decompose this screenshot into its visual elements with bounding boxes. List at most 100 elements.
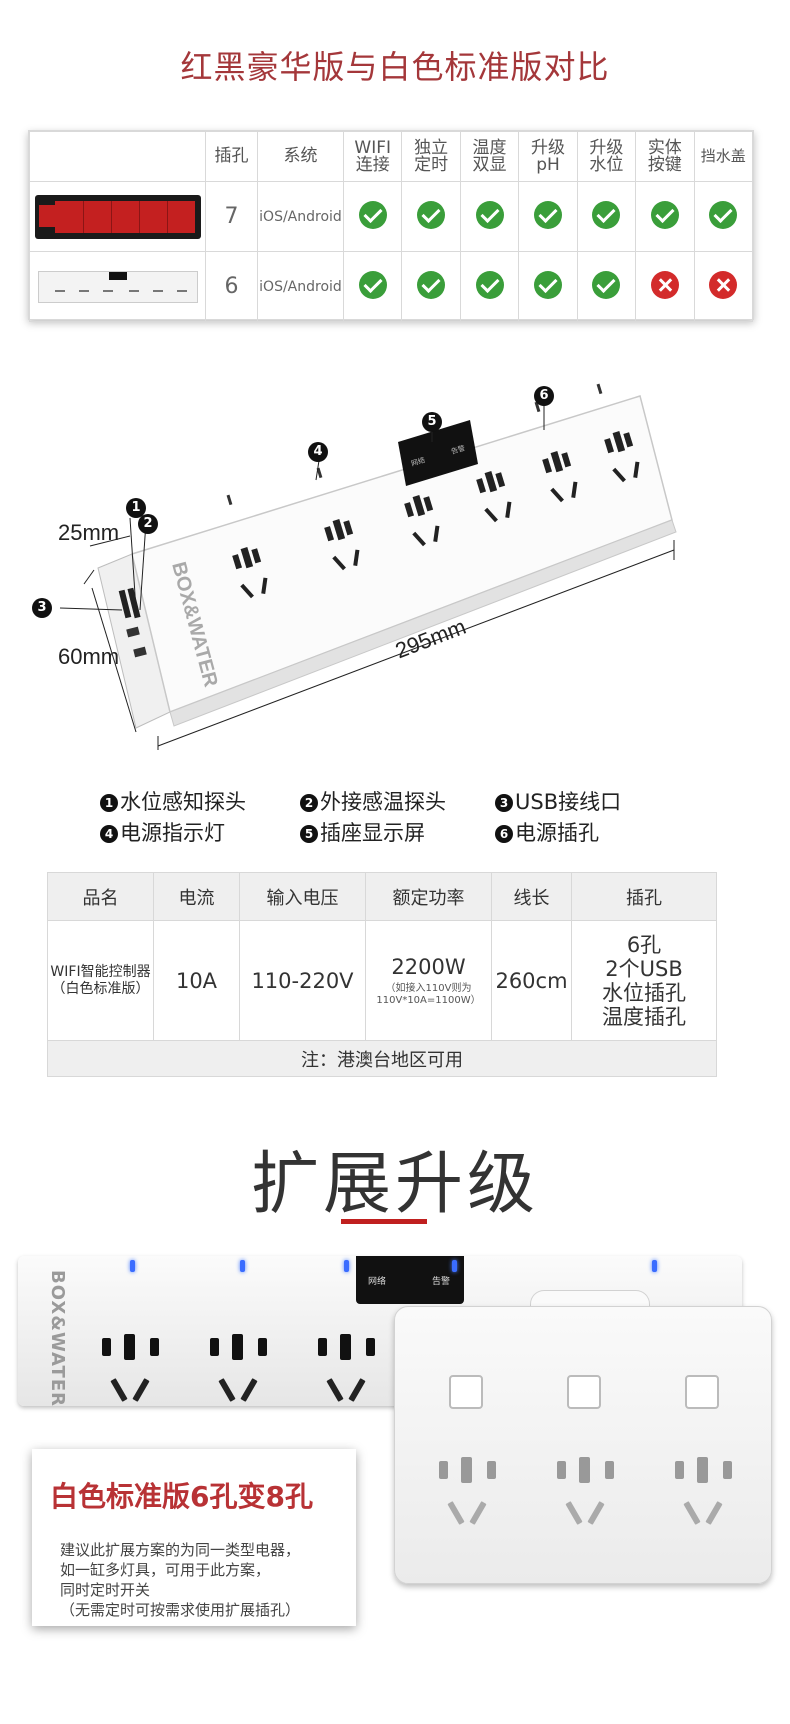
product-image-header — [29, 131, 206, 182]
feature-cell — [459, 181, 520, 252]
table-row: 6 iOS/Android — [29, 251, 754, 322]
expansion-adapter — [394, 1306, 772, 1584]
feature-cell — [401, 181, 461, 252]
power-strip-illustration: BOX&WATER 网络 告警 — [59, 383, 677, 756]
cross-icon — [650, 270, 679, 299]
socket-icon — [314, 1328, 378, 1418]
dimension-diagram: BOX&WATER 网络 告警 — [0, 370, 790, 756]
marker-2: 2 — [138, 514, 158, 534]
header-water-level: 升级水位 — [576, 131, 637, 182]
header-system: 系统 — [257, 131, 344, 182]
check-icon — [417, 270, 446, 299]
feature-cell — [693, 181, 754, 252]
marker-3: 3 — [32, 598, 52, 618]
marker-5: 5 — [422, 412, 442, 432]
display-screen: 网络告警 — [356, 1256, 464, 1304]
holes-value: 6 — [205, 251, 258, 322]
card-text-line: 同时定时开关 — [60, 1581, 151, 1599]
feature-cell — [459, 251, 520, 322]
feature-cell — [518, 251, 578, 322]
system-value: iOS/Android — [257, 181, 344, 252]
header-water-cover: 挡水盖 — [693, 131, 754, 182]
voltage-value: 110-220V — [239, 920, 366, 1041]
card-title: 白色标准版6孔变8孔 — [50, 1480, 313, 1513]
socket-icon — [435, 1451, 499, 1541]
holes-value: 7 — [205, 181, 258, 252]
header-buttons: 实体按键 — [635, 131, 695, 182]
feature-cell — [342, 251, 403, 322]
feature-cell — [342, 181, 403, 252]
table-row: 7 iOS/Android — [29, 181, 754, 252]
current-value: 10A — [153, 920, 240, 1041]
spec-note-row: 注：港澳台地区可用 — [47, 1040, 717, 1077]
switch-button — [567, 1375, 601, 1409]
check-icon — [533, 200, 562, 229]
indicator-light — [344, 1260, 349, 1272]
header-holes: 插孔 — [205, 131, 258, 182]
check-icon — [592, 270, 621, 299]
upgrade-info-card: 白色标准版6孔变8孔 建议此扩展方案的为同一类型电器， 如一缸多灯具，可用于此方… — [32, 1449, 356, 1626]
card-text-line: （无需定时可按需求使用扩展插孔） — [60, 1601, 301, 1619]
spec-header: 输入电压 — [239, 872, 366, 921]
product-image-red — [29, 181, 206, 252]
socket-icon — [206, 1328, 270, 1418]
feature-cell — [635, 251, 695, 322]
switch-button — [449, 1375, 483, 1409]
upgrade-title: 扩展升级 — [250, 1145, 539, 1224]
indicator-light — [130, 1260, 135, 1272]
feature-cell — [576, 181, 637, 252]
socket-icon — [553, 1451, 617, 1541]
header-timer: 独立定时 — [401, 131, 461, 182]
marker-1: 1 — [126, 498, 146, 518]
switch-button — [685, 1375, 719, 1409]
product-image-white — [29, 251, 206, 322]
check-icon — [475, 270, 504, 299]
marker-4: 4 — [308, 442, 328, 462]
feature-cell — [518, 181, 578, 252]
cross-icon — [709, 270, 738, 299]
dimension-height: 60mm — [58, 644, 120, 669]
region-note: 注：港澳台地区可用 — [47, 1040, 717, 1077]
spec-header-row: 品名 电流 输入电压 额定功率 线长 插孔 — [47, 872, 717, 921]
system-value: iOS/Android — [257, 251, 344, 322]
check-icon — [358, 200, 387, 229]
feature-cell — [576, 251, 637, 322]
indicator-light — [652, 1260, 657, 1272]
check-icon — [475, 200, 504, 229]
check-icon — [709, 200, 738, 229]
svg-text:告警: 告警 — [450, 443, 466, 456]
feature-cell — [635, 181, 695, 252]
table-row: WIFI智能控制器（白色标准版） 10A 110-220V 2200W（如接入1… — [47, 920, 717, 1041]
indicator-light — [452, 1260, 457, 1272]
brand-logo: BOX&WATER — [47, 1270, 68, 1407]
svg-text:网络: 网络 — [410, 455, 426, 468]
spec-header: 插孔 — [571, 872, 717, 921]
product-name: WIFI智能控制器（白色标准版） — [47, 920, 154, 1041]
comparison-title: 红黑豪华版与白色标准版对比 — [180, 48, 610, 86]
spec-header: 线长 — [491, 872, 572, 921]
marker-6: 6 — [534, 386, 554, 406]
check-icon — [650, 200, 679, 229]
spec-header: 品名 — [47, 872, 154, 921]
cable-value: 260cm — [491, 920, 572, 1041]
feature-cell — [693, 251, 754, 322]
check-icon — [592, 200, 621, 229]
spec-header: 电流 — [153, 872, 240, 921]
check-icon — [533, 270, 562, 299]
spec-table: 品名 电流 输入电压 额定功率 线长 插孔 WIFI智能控制器（白色标准版） 1… — [47, 872, 717, 1077]
dimension-width: 25mm — [58, 520, 120, 545]
title-underline — [341, 1219, 427, 1224]
feature-cell — [401, 251, 461, 322]
check-icon — [417, 200, 446, 229]
